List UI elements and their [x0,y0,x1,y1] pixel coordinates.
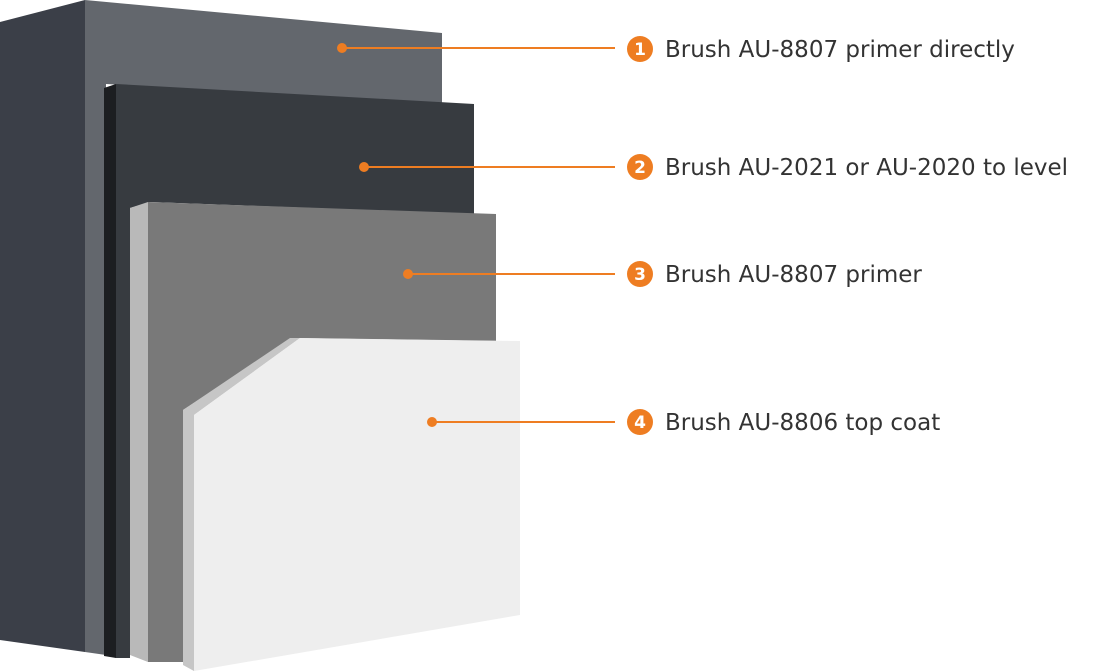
callout-1: 1 Brush AU-8807 primer directly [337,36,1015,63]
callout-4-label: Brush AU-8806 top coat [665,410,940,436]
callout-4: 4 Brush AU-8806 top coat [427,409,940,436]
layer-3-panel [130,202,496,662]
layer-2-front [116,84,474,658]
layer-4-front [194,338,520,671]
layer-3-front [148,202,496,662]
layer-4-panel [183,338,520,671]
callout-1-label: Brush AU-8807 primer directly [665,37,1015,63]
layer-1-side [0,0,85,652]
callout-3-label: Brush AU-8807 primer [665,262,922,288]
callout-2-label: Brush AU-2021 or AU-2020 to level [665,155,1068,181]
callout-2: 2 Brush AU-2021 or AU-2020 to level [359,154,1068,181]
callout-4-number: 4 [634,413,646,433]
layer-1-front [85,0,442,655]
callout-2-number-badge [627,154,653,180]
callout-3: 3 Brush AU-8807 primer [403,261,922,288]
callout-1-number-badge [627,36,653,62]
layer-3-side [130,202,148,662]
callout-1-number: 1 [634,40,646,60]
layer-2-side [104,84,116,658]
layer-1-panel [0,0,442,655]
callout-3-number-badge [627,261,653,287]
callout-3-number: 3 [634,265,646,285]
layer-2-panel [104,84,474,658]
callout-4-number-badge [627,409,653,435]
callout-2-number: 2 [634,158,646,178]
